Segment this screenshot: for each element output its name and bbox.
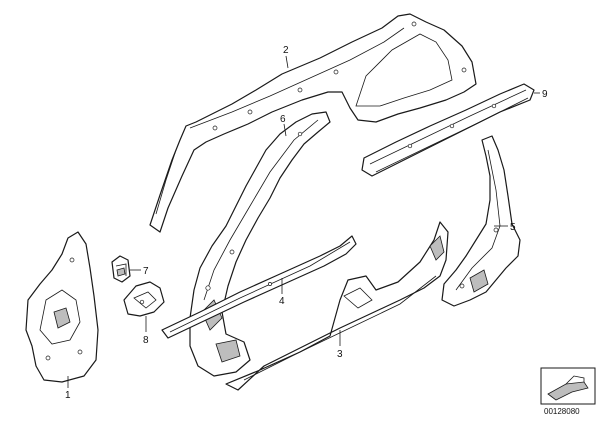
callout-6: 6 — [280, 114, 286, 125]
part-5-b-pillar — [441, 135, 521, 307]
callout-7: 7 — [143, 266, 149, 277]
part-2-roof-frame — [149, 13, 477, 233]
leader-lines — [67, 55, 540, 388]
part-1-front-panel — [25, 231, 99, 383]
callout-4: 4 — [279, 296, 285, 307]
callout-labels: 2 6 9 5 7 8 1 4 3 — [65, 45, 548, 401]
callout-9: 9 — [542, 89, 548, 100]
reference-box: 00128080 — [540, 367, 596, 416]
callout-3: 3 — [337, 349, 343, 360]
part-9-roof-rail — [361, 83, 535, 177]
part-3-outer-sill — [225, 221, 449, 391]
reference-number: 00128080 — [544, 407, 580, 416]
part-6-a-pillar — [189, 111, 331, 377]
callout-1: 1 — [65, 390, 71, 401]
part-4-inner-sill — [161, 235, 357, 339]
callout-8: 8 — [143, 335, 149, 346]
callout-2: 2 — [283, 45, 289, 56]
part-7-bracket — [111, 255, 131, 283]
part-8-bracket — [123, 281, 165, 317]
callout-5: 5 — [510, 222, 516, 233]
